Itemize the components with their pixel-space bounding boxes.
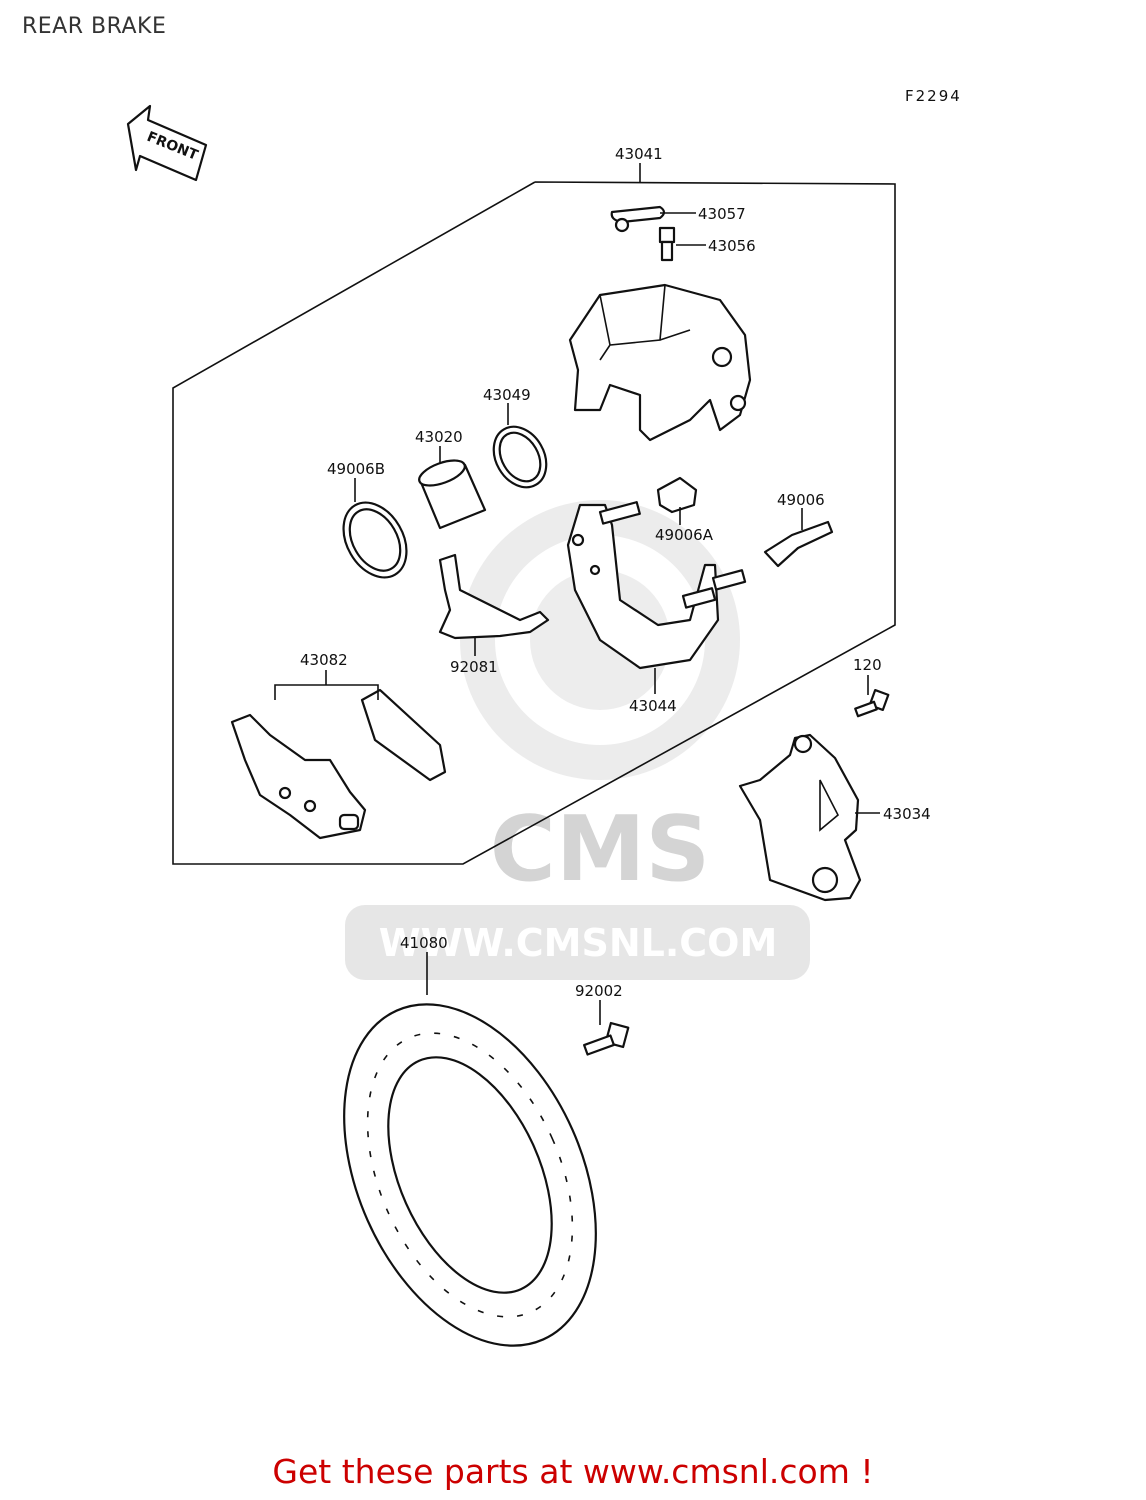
pad-spring — [438, 553, 550, 640]
label-92081: 92081 — [450, 658, 498, 676]
label-49006A: 49006A — [655, 526, 714, 544]
slide-pin — [763, 520, 834, 568]
label-49006: 49006 — [777, 491, 825, 509]
leader-lines — [274, 163, 880, 1025]
watermark-url: WWW.CMSNL.COM — [379, 921, 778, 965]
label-43057: 43057 — [698, 205, 746, 223]
brake-pad-left — [230, 713, 367, 840]
watermark-brand: CMS — [490, 797, 710, 902]
label-92002: 92002 — [575, 982, 623, 1000]
dust-seal — [342, 501, 408, 579]
figure-code: F2294 — [905, 87, 962, 105]
label-120: 120 — [853, 656, 882, 674]
brake-pad-right — [360, 688, 447, 782]
label-41080: 41080 — [400, 934, 448, 952]
brake-disc — [343, 1003, 597, 1347]
label-43020: 43020 — [415, 428, 463, 446]
pin-boot — [656, 476, 698, 514]
label-43041: 43041 — [615, 145, 663, 163]
footer-parts-link[interactable]: Get these parts at www.cmsnl.com ! — [272, 1452, 874, 1491]
piston — [418, 459, 487, 530]
assembly-outline — [172, 181, 896, 865]
bolt-120 — [854, 688, 890, 718]
label-43034: 43034 — [883, 805, 931, 823]
label-49006B: 49006B — [327, 460, 385, 478]
caliper-body — [568, 283, 752, 442]
bolt-92002 — [583, 1021, 630, 1056]
caliper-holder — [738, 733, 862, 902]
front-arrow-icon: FRONT — [126, 104, 208, 182]
label-43056: 43056 — [708, 237, 756, 255]
bleeder-cap — [610, 205, 666, 233]
bleeder-valve — [658, 226, 676, 262]
parts-diagram: CMS WWW.CMSNL.COM FRONT F2294 — [126, 87, 962, 1347]
caliper-bracket — [566, 501, 747, 670]
page-title: REAR BRAKE — [22, 14, 167, 39]
label-43082: 43082 — [300, 651, 348, 669]
label-43044: 43044 — [629, 697, 677, 715]
label-43049: 43049 — [483, 386, 531, 404]
piston-seal — [492, 425, 548, 489]
